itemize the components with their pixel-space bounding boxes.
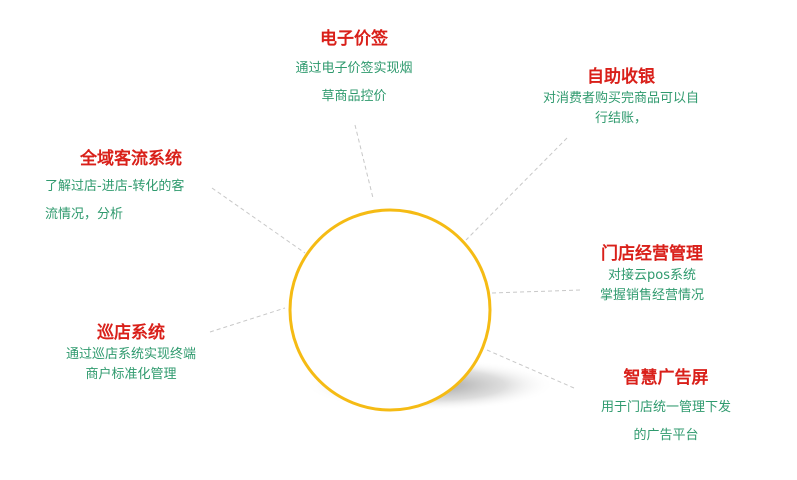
hub-circle (288, 208, 492, 412)
connector-self-checkout (465, 137, 568, 241)
connector-smart-ad-screen (486, 349, 575, 389)
feature-description: 用于门店统一管理下发 的广告平台 (581, 394, 751, 450)
connector-electronic-price-tag (354, 124, 374, 199)
description-line: 的广告平台 (633, 428, 699, 443)
description-line: 通过电子价签实现烟 (295, 61, 413, 76)
description-line: 对消费者购买完商品可以自 (542, 91, 699, 106)
description-line: 掌握销售经营情况 (599, 288, 704, 303)
feature-description: 通过巡店系统实现终端 商户标准化管理 (46, 345, 216, 385)
connector-customer-flow (211, 187, 306, 254)
feature-description: 通过电子价签实现烟 草商品控价 (264, 55, 444, 111)
description-line: 行结账， (594, 111, 647, 126)
feature-description: 了解过店-进店-转化的客 流情况，分析 (36, 173, 226, 229)
feature-description: 对消费者购买完商品可以自 行结账， (521, 89, 721, 129)
feature-title: 巡店系统 (97, 323, 165, 343)
connector-lines (209, 124, 581, 389)
connector-store-management (491, 289, 581, 294)
feature-title: 全域客流系统 (80, 149, 182, 169)
description-line: 用于门店统一管理下发 (600, 400, 731, 415)
description-line: 草商品控价 (321, 89, 387, 104)
description-line: 对接云pos系统 (608, 268, 696, 283)
feature-title: 智慧广告屏 (623, 368, 709, 388)
feature-title: 自助收银 (587, 67, 655, 87)
description-line: 流情况，分析 (45, 207, 124, 222)
description-line: 商户标准化管理 (85, 367, 177, 382)
feature-title: 电子价签 (320, 29, 388, 49)
description-line: 了解过店-进店-转化的客 (45, 179, 185, 194)
feature-self-checkout: 自助收银 对消费者购买完商品可以自 行结账， (521, 65, 721, 129)
description-line: 通过巡店系统实现终端 (65, 347, 196, 362)
feature-customer-flow: 全域客流系统 了解过店-进店-转化的客 流情况，分析 (36, 147, 226, 229)
connector-store-patrol (209, 307, 286, 333)
feature-smart-ad-screen: 智慧广告屏 用于门店统一管理下发 的广告平台 (581, 366, 751, 450)
feature-title: 门店经营管理 (601, 244, 703, 264)
feature-store-management: 门店经营管理 对接云pos系统 掌握销售经营情况 (572, 242, 732, 306)
feature-electronic-price-tag: 电子价签 通过电子价签实现烟 草商品控价 (264, 27, 444, 111)
feature-description: 对接云pos系统 掌握销售经营情况 (572, 266, 732, 306)
feature-store-patrol: 巡店系统 通过巡店系统实现终端 商户标准化管理 (46, 321, 216, 385)
